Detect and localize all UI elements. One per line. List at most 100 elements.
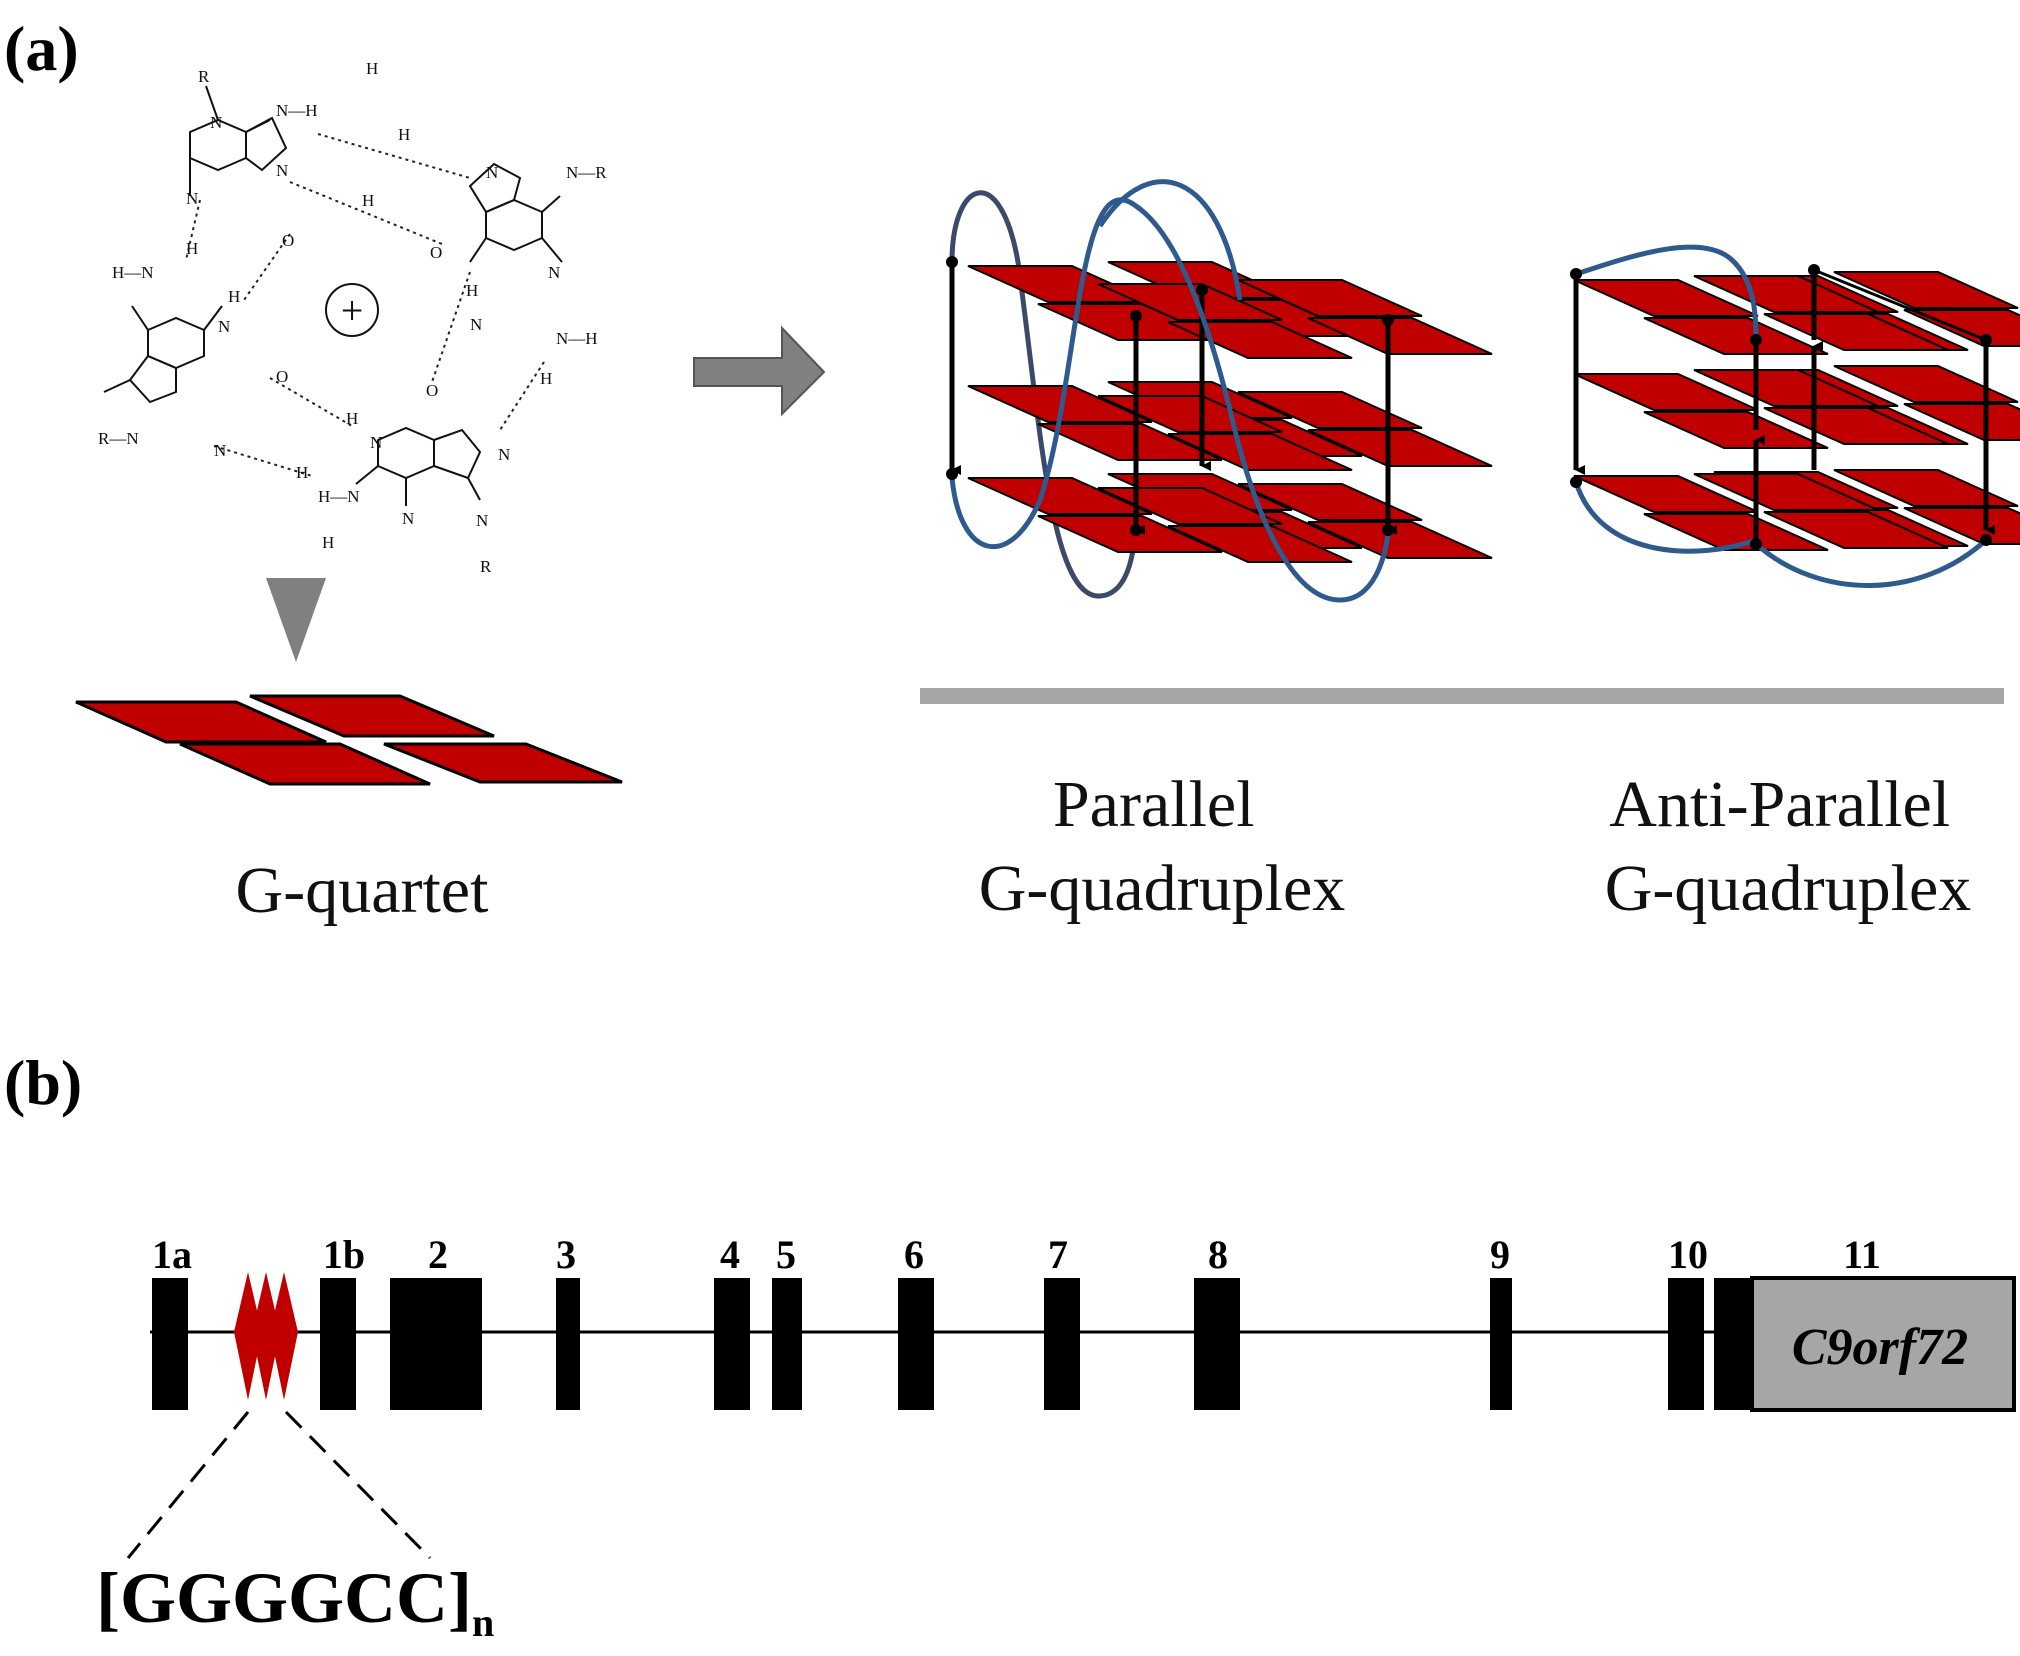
g-quartet-caption: G-quartet [236, 854, 489, 927]
exon-label-5: 5 [776, 1232, 796, 1277]
exon-label-4: 4 [720, 1232, 740, 1277]
strand-node-3 [1750, 334, 1762, 346]
g-quartet-structure [103, 85, 563, 506]
exon-box-9 [1490, 1278, 1512, 1410]
strand-node-1 [946, 256, 958, 268]
strand-loop [1097, 179, 1243, 301]
atom-n: N [214, 441, 226, 460]
hydrogen-bonds [185, 133, 545, 477]
atom-n: N [210, 113, 222, 132]
panel-b-label: (b) [4, 1047, 82, 1118]
antiparallel-g-quadruplex-diagram [1570, 244, 2020, 588]
atom-o: O [282, 231, 294, 250]
g-quartet-plate-layer6-plate2 [1237, 483, 1423, 521]
parallel-g-quadruplex-diagram [946, 179, 1493, 603]
atom-rn: R—N [98, 429, 139, 448]
panel-a-label: (a) [4, 13, 79, 84]
exon-label-11: 11 [1843, 1232, 1881, 1277]
exon-box-7 [1044, 1278, 1080, 1410]
g-quartet-plate-layer4-plate2 [1237, 391, 1423, 429]
exon-box-4 [714, 1278, 750, 1410]
g-quartet-plate-layer2-plate3 [1763, 313, 1949, 351]
atom-n: N [548, 263, 560, 282]
atom-o: O [430, 243, 442, 262]
exon-label-9: 9 [1490, 1232, 1510, 1277]
gene-name: C9orf72 [1792, 1319, 1968, 1376]
g-quartet-plate-layer2-plate3 [1167, 321, 1353, 359]
strand-back [949, 190, 1139, 599]
g-quartet-plate-layer4-plate2 [1833, 365, 2019, 403]
atom-n: N [486, 163, 498, 182]
down-arrow-icon [266, 578, 326, 662]
repeat-sequence: [GGGGCC]n [96, 1558, 494, 1645]
strand-node-5 [1382, 314, 1394, 326]
strand-node-5 [1808, 264, 1820, 276]
top-loop [1575, 244, 1759, 341]
exon-box-8 [1194, 1278, 1240, 1410]
g-quartet-plate-layer2-plate2 [1833, 271, 2019, 309]
cation-sign: + [341, 288, 364, 333]
bottom-loop-right [1754, 538, 1988, 588]
atom-h: H [322, 533, 334, 552]
exon-label-8: 8 [1208, 1232, 1228, 1277]
repeat-subscript: n [472, 1600, 494, 1645]
g-quartet-plate-layer6-plate1 [1097, 487, 1283, 525]
g-quartet-plate-layer3-plate3 [1037, 423, 1223, 461]
atom-hn: H—N [318, 487, 360, 506]
atom-h: H [296, 463, 308, 482]
exon-box-3 [556, 1278, 580, 1410]
parallel-caption-line-1: Parallel [1053, 768, 1255, 841]
atom-h: H [228, 287, 240, 306]
exon-box-2 [390, 1278, 482, 1410]
parallel-caption-line-2: G-quadruplex [979, 852, 1346, 925]
g-quartet-plate-layer4-plate1 [1693, 369, 1879, 407]
exon-box-5 [772, 1278, 802, 1410]
exon-label-3: 3 [556, 1232, 576, 1277]
atom-n: N [370, 433, 382, 452]
atom-h: H [398, 125, 410, 144]
atom-r: R [198, 67, 210, 86]
g-quartet-plate-layer5-plate3 [1643, 513, 1829, 551]
g-quartet-plate-layer2-plate1 [1097, 283, 1283, 321]
g-quartet-plate-layer5-plate1 [967, 477, 1153, 515]
g-quartet-plate-layer4-plate4 [1307, 429, 1493, 467]
g-quartet-plate-layer1-plate1 [1573, 279, 1759, 317]
g-quartet-plate-layer6-plate4 [1903, 507, 2020, 545]
right-arrow-icon [693, 325, 826, 417]
atom-n: N [186, 189, 198, 208]
atom-n: N [476, 511, 488, 530]
atom-r: R [480, 557, 492, 576]
strand-node-7 [1980, 534, 1992, 546]
atom-h: H [466, 281, 478, 300]
g-quartet-plate-layer3-plate3 [1643, 411, 1829, 449]
exon-box-6 [898, 1278, 934, 1410]
exon-box-10 [1668, 1278, 1704, 1410]
strand-node-4 [1750, 538, 1762, 550]
repeat-expansion-icon [234, 1272, 298, 1400]
strand-node-6 [1980, 334, 1992, 346]
bottom-loop-left [1573, 481, 1757, 554]
strand-node-3 [1130, 310, 1142, 322]
atom-o: O [276, 367, 288, 386]
g-quartet-plate-layer4-plate1 [1097, 395, 1283, 433]
g-quartet-plate-layer6-plate3 [1763, 511, 1949, 549]
atom-n: N [218, 317, 230, 336]
atom-h: H [366, 59, 378, 78]
atom-o: O [426, 381, 438, 400]
exon-box-11 [1714, 1278, 1754, 1410]
exon-label-1b: 1b [323, 1232, 365, 1277]
atom-h: H [362, 191, 374, 210]
exon-label-7: 7 [1048, 1232, 1068, 1277]
atom-hn: H—N [112, 263, 154, 282]
g-quartet-plate-layer2-plate1 [1693, 275, 1879, 313]
g-quartet-plates [75, 694, 623, 786]
strand-node-4 [1130, 524, 1142, 536]
exon-track [152, 1278, 1754, 1410]
g-quartet-plate-layer6-plate1 [1693, 473, 1879, 511]
atom-n: N [470, 315, 482, 334]
antiparallel-caption-line-1: Anti-Parallel [1609, 768, 1950, 841]
antiparallel-caption-line-2: G-quadruplex [1605, 852, 1972, 925]
g-quartet-plate-layer4-plate4 [1903, 403, 2020, 441]
exon-label-6: 6 [904, 1232, 924, 1277]
